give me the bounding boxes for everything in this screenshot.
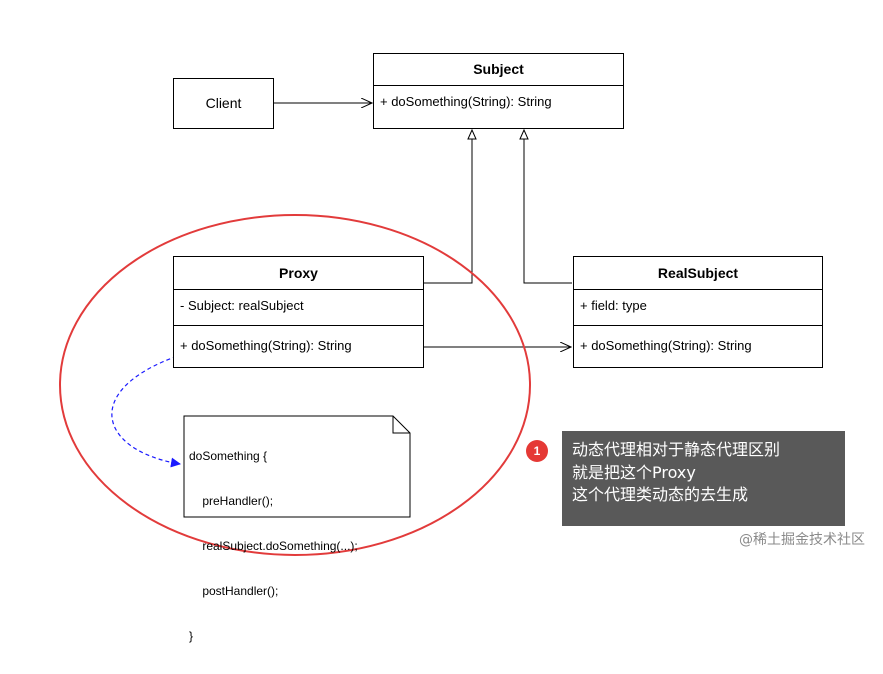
callout-line: 这个代理类动态的去生成 bbox=[572, 485, 749, 504]
proxy-divider-bottom bbox=[174, 325, 423, 326]
note-line: preHandler(); bbox=[189, 494, 274, 508]
realization-realsubject-arrowhead bbox=[519, 128, 529, 140]
realsubject-divider-top bbox=[574, 289, 822, 290]
realization-proxy-arrowhead bbox=[467, 128, 477, 140]
code-note-text: doSomething { preHandler(); realSubject.… bbox=[189, 419, 358, 674]
note-shape bbox=[183, 415, 411, 518]
realsubject-title: RealSubject bbox=[657, 265, 739, 281]
proxy-divider-top bbox=[174, 289, 423, 290]
code-note: doSomething { preHandler(); realSubject.… bbox=[184, 416, 410, 643]
subject-title: Subject bbox=[473, 61, 524, 77]
diagram-canvas bbox=[59, 0, 572, 556]
watermark: @稀土掘金技术社区 bbox=[739, 532, 865, 548]
proxy-title: Proxy bbox=[279, 265, 318, 281]
highlight-circle bbox=[59, 214, 531, 556]
subject-method: + doSomething(String): String bbox=[380, 94, 552, 109]
proxy-field: - Subject: realSubject bbox=[180, 298, 304, 313]
client-box[interactable]: Client bbox=[173, 78, 274, 129]
note-link-dashed-arrow bbox=[111, 351, 191, 468]
note-fold bbox=[392, 416, 410, 434]
callout-line: 就是把这个Proxy bbox=[572, 462, 696, 482]
client-label: Client bbox=[205, 95, 242, 111]
subject-divider bbox=[374, 85, 623, 86]
realization-realsubject-subject bbox=[523, 132, 572, 284]
realsubject-field: + field: type bbox=[580, 298, 647, 313]
subject-class-box[interactable]: Subject + doSomething(String): String bbox=[373, 53, 624, 129]
annotation-callout: 动态代理相对于静态代理区别 就是把这个Proxy 这个代理类动态的去生成 bbox=[562, 431, 845, 526]
realsubject-method: + doSomething(String): String bbox=[580, 338, 752, 353]
note-line: doSomething { bbox=[189, 449, 268, 463]
note-line: realSubject.doSomething(...); bbox=[189, 539, 358, 553]
realsubject-divider-bottom bbox=[574, 325, 822, 326]
note-line: } bbox=[189, 629, 194, 643]
proxy-method: + doSomething(String): String bbox=[180, 338, 352, 353]
annotation-badge[interactable]: 1 bbox=[526, 440, 548, 462]
note-line: postHandler(); bbox=[189, 584, 279, 598]
callout-line: 动态代理相对于静态代理区别 bbox=[572, 440, 781, 459]
realsubject-class-box[interactable]: RealSubject + field: type + doSomething(… bbox=[573, 256, 823, 368]
proxy-class-box[interactable]: Proxy - Subject: realSubject + doSomethi… bbox=[173, 256, 424, 368]
realization-proxy-subject bbox=[424, 132, 473, 284]
